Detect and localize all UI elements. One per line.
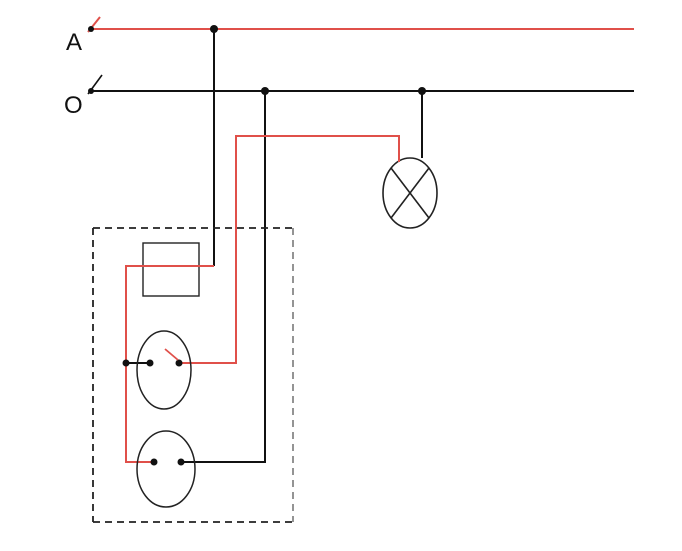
distribution-box <box>92 227 294 523</box>
socket <box>136 430 196 508</box>
neutral-drop-wire <box>181 91 266 463</box>
switch <box>122 330 192 410</box>
phase-label: A <box>66 29 82 56</box>
neutral-line <box>87 74 634 95</box>
lamp-switched-wire <box>179 135 400 364</box>
lamp <box>382 157 438 229</box>
fuse <box>142 242 200 297</box>
neutral-label: O <box>64 92 83 119</box>
phase-line <box>87 16 634 33</box>
